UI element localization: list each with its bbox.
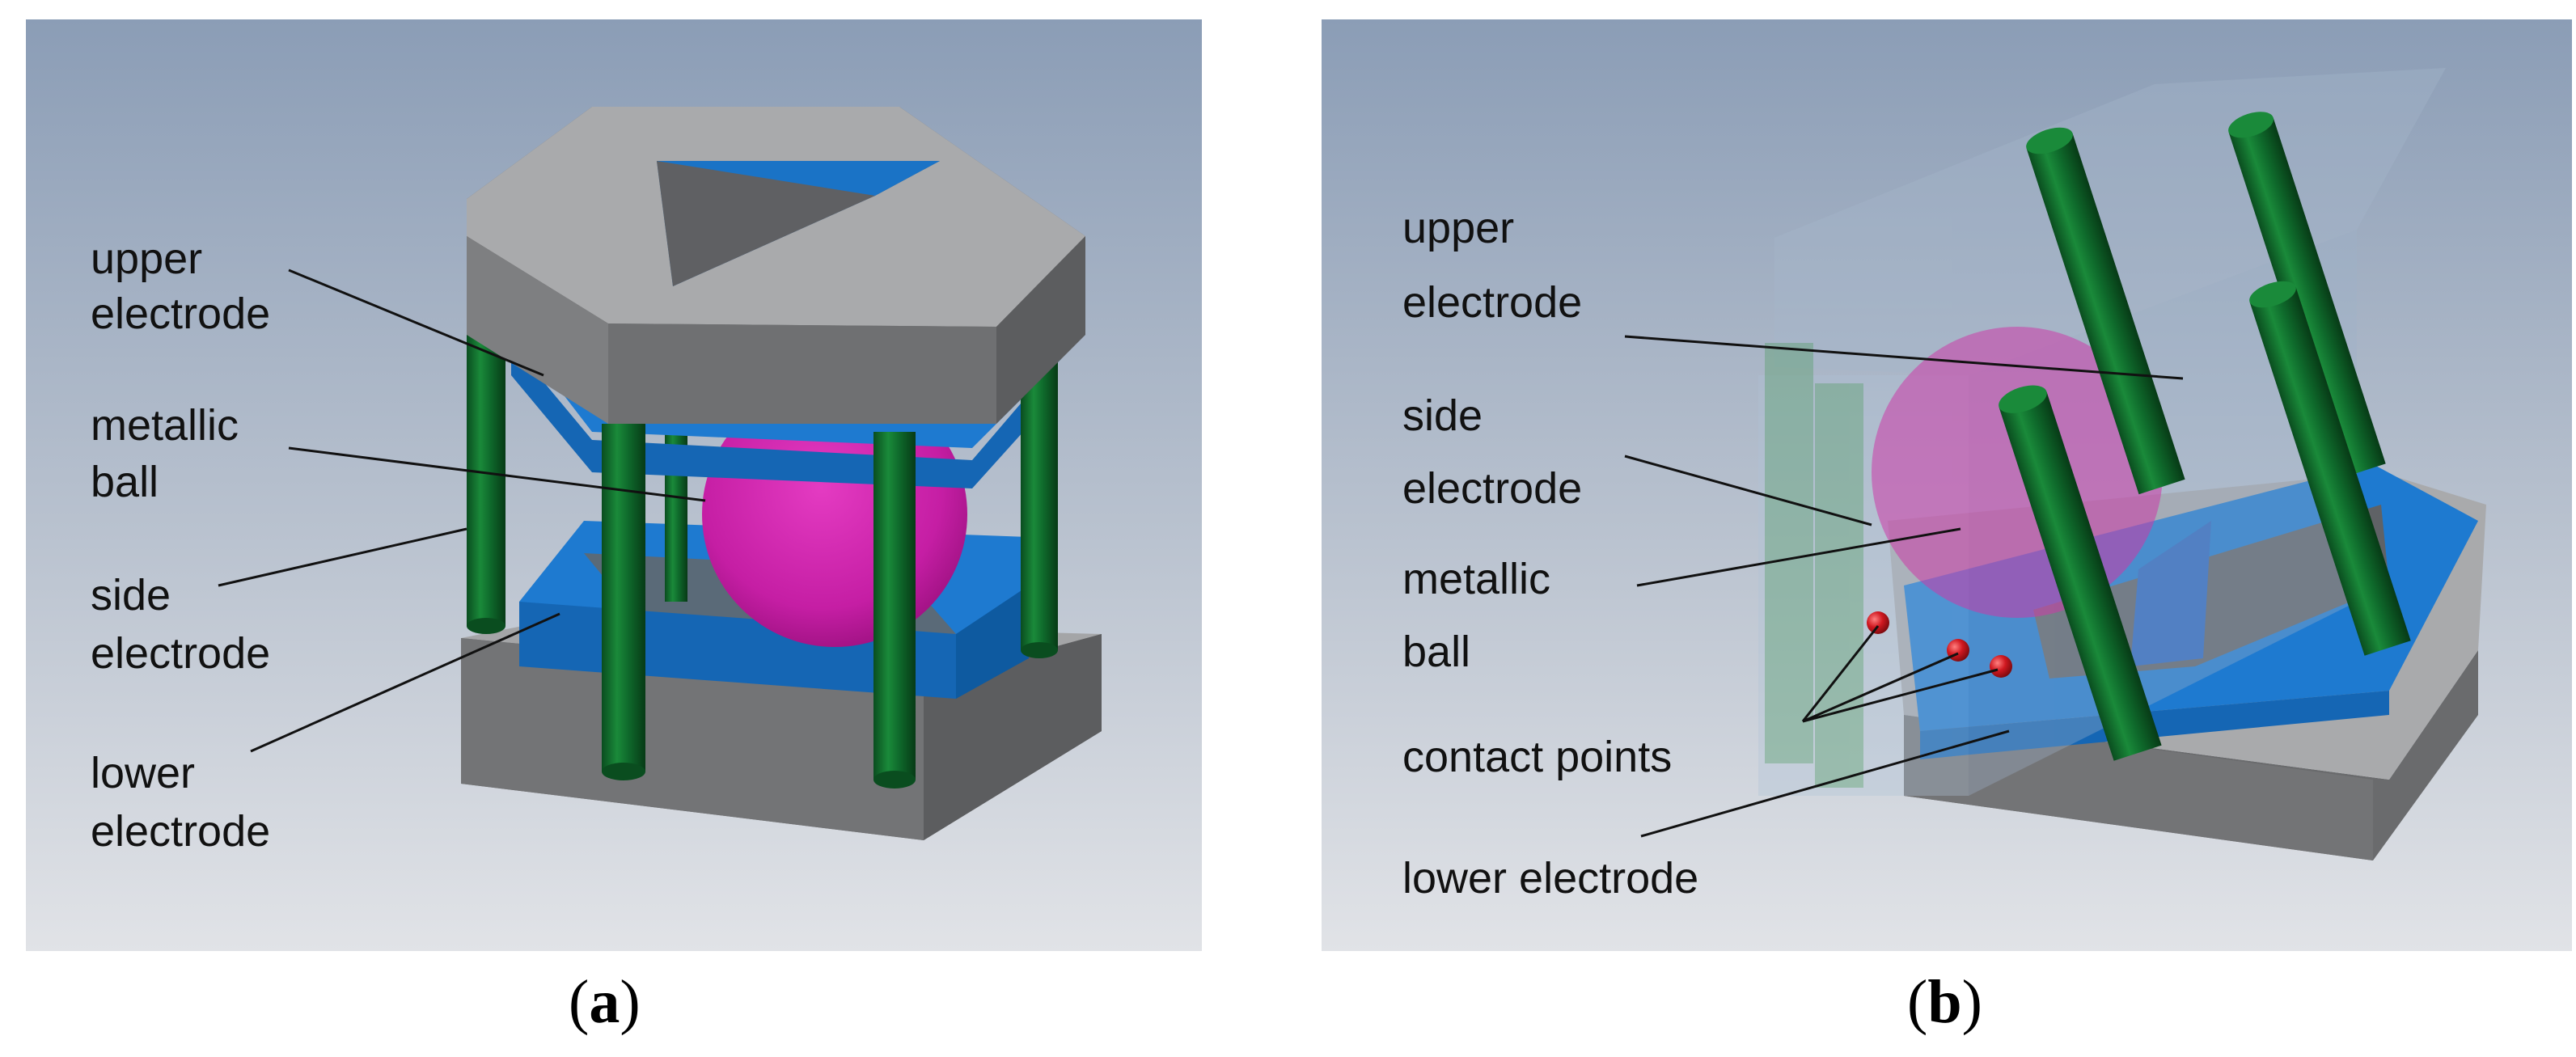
label-metallic-ball-line2: ball: [91, 458, 159, 506]
leader-lines: [1624, 335, 2184, 838]
panel-b-render: [1322, 19, 2572, 951]
label-metallic-ball-line1: metallic: [1402, 555, 1551, 603]
caption-b-open: (: [1907, 968, 1928, 1036]
caption-b-close: ): [1961, 968, 1982, 1036]
label-side-electrode-line2: electrode: [1402, 464, 1583, 513]
label-upper-electrode-line2: electrode: [1402, 278, 1583, 327]
label-contact-points: contact points: [1402, 733, 1673, 781]
panel-a: upper electrode metallic ball side elect…: [26, 19, 1202, 951]
translucent-rods: [1765, 343, 1863, 788]
label-side-electrode-line2: electrode: [91, 629, 271, 678]
contact-point: [1867, 611, 1889, 634]
panel-b: upper electrode side electrode metallic …: [1322, 19, 2572, 951]
label-metallic-ball-line1: metallic: [91, 401, 239, 450]
caption-a: (a): [569, 967, 641, 1037]
label-lower-electrode-line1: lower: [91, 749, 196, 797]
panel-a-render: [26, 19, 1202, 951]
caption-a-letter: a: [589, 968, 620, 1036]
label-upper-electrode-line1: upper: [1402, 204, 1515, 252]
contact-point: [1990, 655, 2012, 678]
label-upper-electrode-line1: upper: [91, 235, 203, 283]
caption-b-letter: b: [1927, 968, 1962, 1036]
label-upper-electrode-line2: electrode: [91, 290, 271, 338]
label-side-electrode-line1: side: [91, 571, 171, 619]
side-electrode-rods: [1999, 112, 2411, 761]
caption-a-close: ): [620, 968, 641, 1036]
label-lower-electrode: lower electrode: [1402, 854, 1699, 903]
upper-electrode-plate: [467, 107, 1085, 424]
label-lower-electrode-line2: electrode: [91, 807, 271, 856]
label-side-electrode-line1: side: [1402, 391, 1483, 440]
leader-lines: [218, 268, 706, 753]
caption-a-open: (: [569, 968, 590, 1036]
caption-b: (b): [1907, 967, 1982, 1037]
label-metallic-ball-line2: ball: [1402, 628, 1471, 676]
